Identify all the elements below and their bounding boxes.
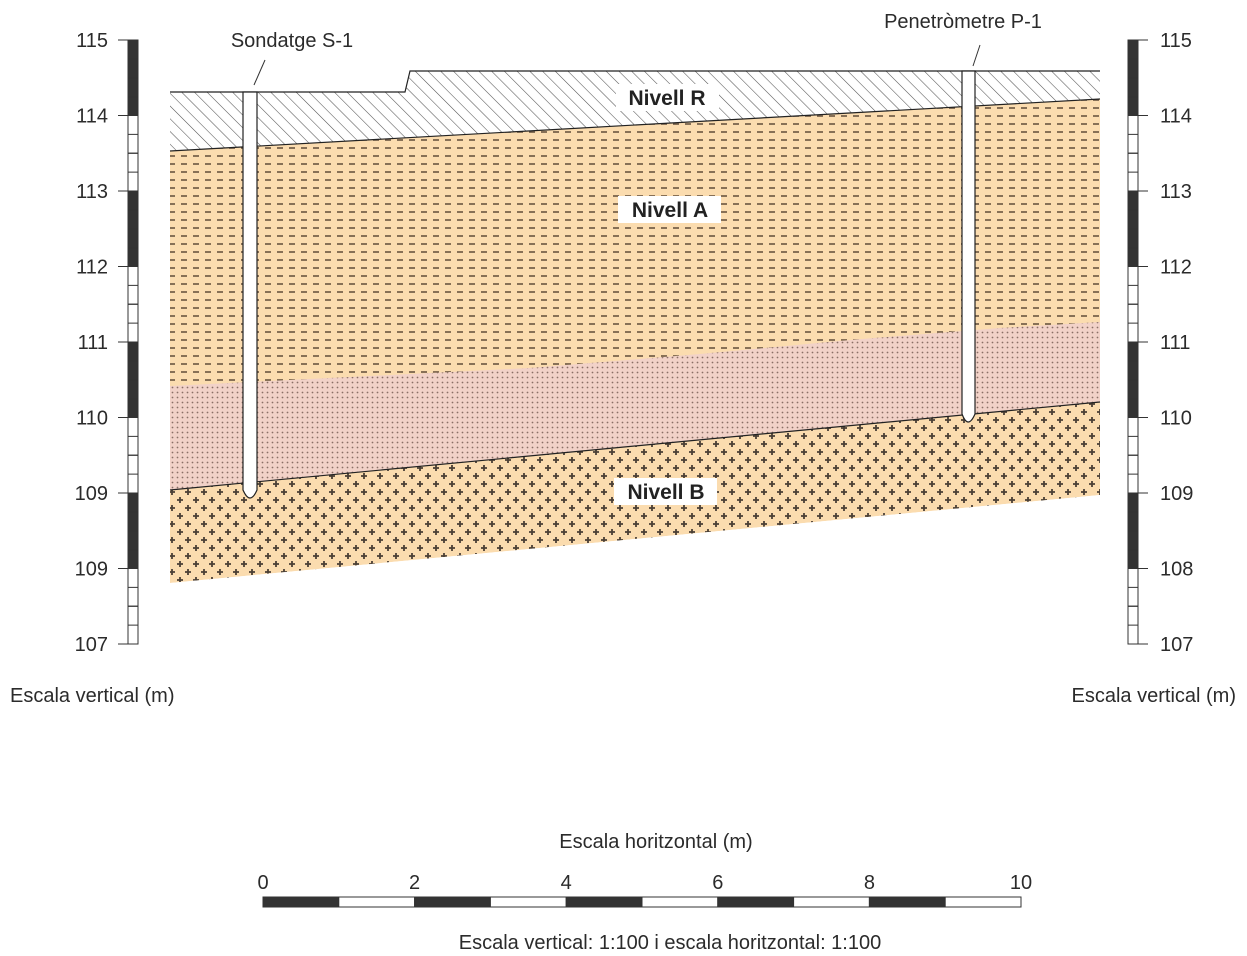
left-scale-caption: Escala vertical (m) bbox=[10, 685, 174, 707]
soil-layers bbox=[170, 71, 1100, 583]
layer-labels: Nivell R Nivell A Nivell B bbox=[614, 84, 721, 505]
scale-footnote: Escala vertical: 1:100 i escala horitzon… bbox=[459, 932, 881, 954]
left-scale-tick-label: 112 bbox=[76, 257, 108, 279]
horizontal-scale-segment bbox=[717, 896, 795, 908]
left-scale-tick-label: 111 bbox=[78, 332, 108, 354]
right-scale-tick-label: 111 bbox=[1160, 332, 1190, 354]
ground-surface-line bbox=[170, 70, 1100, 93]
horizontal-scale-tick-label: 0 bbox=[257, 872, 268, 894]
right-scale-tick-label: 107 bbox=[1160, 634, 1193, 656]
right-scale-caption: Escala vertical (m) bbox=[1072, 685, 1236, 707]
right-scale-tick-label: 115 bbox=[1160, 30, 1192, 52]
horizontal-scale-segment bbox=[414, 896, 491, 908]
left-scale-tick-label: 113 bbox=[76, 181, 108, 203]
penetrometer-p1-leader bbox=[972, 44, 981, 67]
layer-a-dot-pattern bbox=[170, 322, 1100, 490]
horizontal-scale-segment bbox=[793, 896, 870, 908]
left-scale-tick-label: 115 bbox=[76, 30, 108, 52]
boundary-r-a bbox=[169, 98, 1101, 152]
horizontal-scale-segment bbox=[868, 896, 946, 908]
left-scale-tick-label: 110 bbox=[76, 408, 108, 430]
layer-a-dash-pattern bbox=[170, 99, 1100, 386]
horizontal-scale-segment bbox=[565, 896, 643, 908]
right-scale-tick-label: 109 bbox=[1160, 483, 1193, 505]
horizontal-scale-segment bbox=[641, 896, 719, 908]
borehole-s1-label: Sondatge S-1 bbox=[231, 30, 353, 52]
penetrometer-p1-label: Penetròmetre P-1 bbox=[884, 11, 1042, 33]
horizontal-scale-tick-label: 8 bbox=[864, 872, 875, 894]
borehole-s1-leader bbox=[253, 59, 266, 86]
borehole-s1 bbox=[242, 91, 258, 499]
horizontal-scale-segment bbox=[489, 896, 567, 908]
left-scale-tick-label: 114 bbox=[76, 106, 108, 128]
right-vertical-scale: 115 114 113 112 111 110 109 108 107 bbox=[1127, 30, 1193, 656]
layer-a-label: Nivell A bbox=[632, 199, 708, 222]
right-scale-tick-label: 108 bbox=[1160, 559, 1193, 581]
right-scale-tick-label: 114 bbox=[1160, 106, 1192, 128]
horizontal-scale-tick-label: 2 bbox=[409, 872, 420, 894]
left-scale-tick-label: 107 bbox=[75, 634, 108, 656]
layer-b-label-bg bbox=[614, 478, 717, 505]
left-scale-tick-label: 109 bbox=[75, 559, 108, 581]
boundary-a-b bbox=[169, 401, 1101, 491]
layer-r-label: Nivell R bbox=[628, 87, 705, 110]
right-scale-tick-label: 112 bbox=[1160, 257, 1192, 279]
horizontal-scale-bar: 0 2 4 6 8 10 bbox=[257, 872, 1032, 908]
horizontal-scale-title: Escala horitzontal (m) bbox=[559, 831, 752, 853]
horizontal-scale-segment bbox=[262, 896, 340, 908]
layer-r-label-bg bbox=[616, 84, 719, 111]
horizontal-scale-segment bbox=[944, 896, 1022, 908]
horizontal-scale-tick-label: 6 bbox=[712, 872, 723, 894]
horizontal-scale-tick-label: 10 bbox=[1010, 872, 1032, 894]
right-scale-tick-label: 110 bbox=[1160, 408, 1192, 430]
horizontal-scale-tick-label: 4 bbox=[561, 872, 572, 894]
layer-a-label-bg bbox=[618, 196, 721, 223]
penetrometer-p1 bbox=[961, 70, 976, 423]
horizontal-scale-segment bbox=[338, 896, 416, 908]
layer-b-label: Nivell B bbox=[627, 481, 704, 504]
right-scale-tick-label: 113 bbox=[1160, 181, 1192, 203]
left-scale-tick-label: 109 bbox=[75, 483, 108, 505]
left-vertical-scale: 115 114 113 112 111 110 109 109 107 bbox=[75, 30, 139, 656]
layer-boundaries bbox=[169, 70, 1101, 491]
